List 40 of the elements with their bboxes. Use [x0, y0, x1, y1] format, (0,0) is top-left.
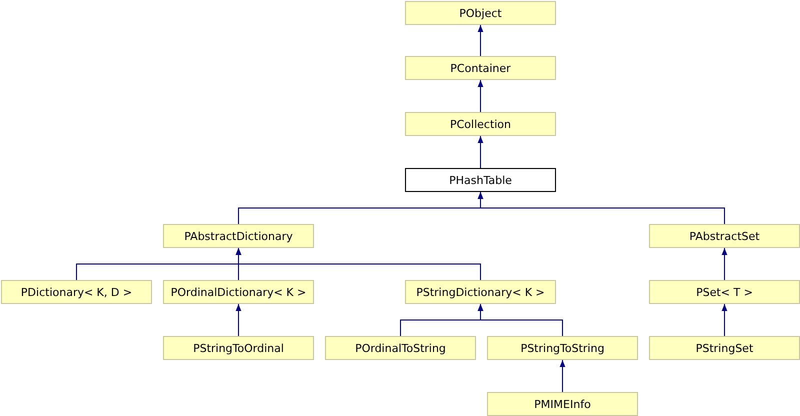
class-box — [649, 224, 800, 248]
class-name: PStringSet — [696, 342, 754, 354]
class-box — [405, 1, 556, 25]
class-box — [649, 336, 800, 360]
class-name: PStringToOrdinal — [193, 342, 284, 354]
class-name: PCollection — [450, 118, 512, 130]
class-box — [649, 280, 800, 304]
class-name: PStringToString — [520, 342, 604, 354]
class-box — [487, 392, 638, 416]
inheritance-arrow — [236, 304, 242, 336]
inheritance-arrow — [478, 136, 484, 168]
class-name: PStringDictionary< K > — [416, 286, 545, 298]
class-box — [163, 280, 314, 304]
inheritance-arrow — [722, 304, 728, 336]
inheritance-arrow — [478, 24, 484, 56]
class-name: PHashTable — [449, 174, 512, 186]
class-name: PSet< T > — [696, 286, 753, 298]
class-box — [163, 224, 314, 248]
class-box — [405, 168, 556, 192]
inheritance-arrow — [236, 248, 481, 280]
class-box — [405, 56, 556, 80]
class-name: PMIMEInfo — [534, 398, 591, 410]
class-box — [487, 336, 638, 360]
class-box — [405, 112, 556, 136]
class-name: PContainer — [450, 62, 511, 74]
class-name: POrdinalDictionary< K > — [170, 286, 306, 298]
class-box — [1, 280, 152, 304]
class-name: PAbstractDictionary — [184, 230, 293, 242]
class-name: PDictionary< K, D > — [20, 286, 132, 298]
inheritance-arrow — [560, 360, 566, 392]
class-name: PAbstractSet — [689, 230, 760, 242]
class-name: PObject — [459, 6, 502, 20]
class-box — [405, 280, 556, 304]
inheritance-arrow — [478, 80, 484, 112]
inheritance-arrow — [722, 248, 728, 280]
class-box — [163, 336, 314, 360]
class-name: POrdinalToString — [355, 342, 446, 354]
class-box — [325, 336, 476, 360]
inheritance-arrow — [478, 304, 563, 336]
inheritance-arrow — [478, 192, 725, 224]
